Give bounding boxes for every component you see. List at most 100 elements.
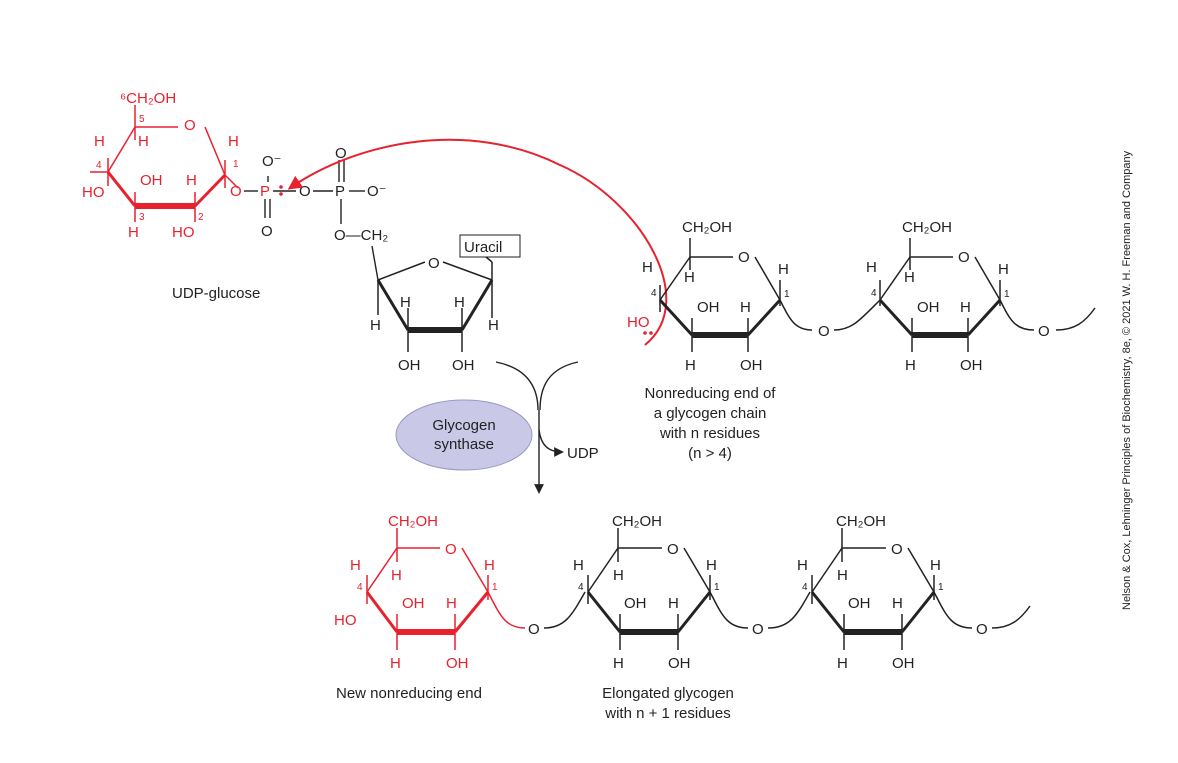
glucose-number-5: 5 [139, 114, 145, 125]
glucose-h-c2: H [186, 172, 197, 189]
chain-link-oxygen-2: O [1038, 323, 1050, 340]
chain2-oh-c3: OH [917, 299, 940, 316]
glucose-h-c4: H [94, 133, 105, 150]
lone-pair-dot [649, 331, 653, 335]
chain1-h-c5: H [684, 269, 695, 286]
chain1-oh-c2: OH [740, 357, 763, 374]
udp-release-arrow [538, 429, 564, 457]
elongated2-h-c4: H [797, 557, 808, 574]
new-residue-h-c1: H [484, 557, 495, 574]
elongated1-h-c4: H [573, 557, 584, 574]
uracil-label: Uracil [464, 239, 502, 256]
new-residue-ch2oh: CH₂OH [388, 513, 438, 530]
elongated2-h-c1: H [930, 557, 941, 574]
chain1-number-1: 1 [784, 289, 790, 300]
elongated2-h-c2: H [892, 595, 903, 612]
chain1-h-c2: H [740, 299, 751, 316]
new-residue-h-c5: H [391, 567, 402, 584]
chain-caption-line-4: (n > 4) [688, 445, 732, 462]
new-residue-h-c3: H [390, 655, 401, 672]
udp-glucose-caption: UDP-glucose [172, 285, 260, 302]
glucose-ho-c4: HO [82, 184, 105, 201]
udp-glucose-glucose-ring [90, 105, 239, 222]
ribose-ring-oxygen: O [428, 255, 440, 272]
new-residue-h-c4: H [350, 557, 361, 574]
new-residue-oh-c2: OH [446, 655, 469, 672]
glucose-oh-c3: OH [140, 172, 163, 189]
bridging-oxygen: O [299, 183, 311, 200]
lone-pair-dot [279, 185, 283, 189]
chain1-oh-c3: OH [697, 299, 720, 316]
glycosidic-oxygen: O [230, 183, 242, 200]
nucleophilic-attack-arrow [287, 138, 668, 346]
ribose-h-c2: H [454, 294, 465, 311]
ribose-h-c3: H [400, 294, 411, 311]
elongated2-ring-oxygen: O [891, 541, 903, 558]
new-nonreducing-end-caption: New nonreducing end [336, 685, 482, 702]
pyrophosphate-bonds [244, 160, 379, 281]
elongated1-number-1: 1 [714, 582, 720, 593]
chain1-h-c1: H [778, 261, 789, 278]
glucose-ch2oh-label: ⁶CH₂OH [120, 90, 176, 107]
uracil-box [459, 234, 521, 258]
chain1-ch2oh: CH₂OH [682, 219, 732, 236]
copyright-credit: Nelson & Cox, Lehninger Principles of Bi… [1121, 150, 1133, 610]
chain2-ch2oh: CH₂OH [902, 219, 952, 236]
elongated2-ch2oh: CH₂OH [836, 513, 886, 530]
new-residue-ring-oxygen: O [445, 541, 457, 558]
phosphate1-double-o: O [261, 223, 273, 240]
chain1-ring-oxygen: O [738, 249, 750, 266]
phosphate2-p: P [335, 183, 345, 200]
lone-pair-dot [643, 331, 647, 335]
ribose-h-c1: H [488, 317, 499, 334]
glycogen-synthase-enzyme [395, 399, 533, 471]
enzyme-label-line-1: Glycogen [432, 417, 495, 434]
ribose-oh-c3: OH [398, 357, 421, 374]
glucose-number-3: 3 [139, 212, 145, 223]
chain2-ring-oxygen: O [958, 249, 970, 266]
chain-caption: Nonreducing end of a glycogen chain with… [645, 385, 777, 462]
ribose-ring [376, 256, 494, 352]
new-residue-h-c2: H [446, 595, 457, 612]
elongated2-h-c3: H [837, 655, 848, 672]
elongated2-h-c5: H [837, 567, 848, 584]
udp-label: UDP [567, 445, 599, 462]
enzyme-label-line-2: synthase [434, 436, 494, 453]
chain2-h-c1: H [998, 261, 1009, 278]
ribose-ch2-link: O—CH₂ [334, 227, 388, 244]
elongated1-h-c2: H [668, 595, 679, 612]
glucose-ring-oxygen: O [184, 117, 196, 134]
chain2-h-c2: H [960, 299, 971, 316]
elongated1-oh-c3: OH [624, 595, 647, 612]
elongated2-oh-c3: OH [848, 595, 871, 612]
elongated2-number-4: 4 [802, 582, 808, 593]
elongated2-number-1: 1 [938, 582, 944, 593]
glucose-number-2: 2 [198, 212, 204, 223]
phosphate2-o-minus: O⁻ [367, 183, 387, 200]
chain1-number-4: 4 [651, 288, 657, 299]
chain2-h-c5: H [904, 269, 915, 286]
reactant-converge-left [495, 361, 539, 411]
elongated1-oh-c2: OH [668, 655, 691, 672]
elongated1-h-c3: H [613, 655, 624, 672]
phosphate1-o-minus: O⁻ [262, 153, 282, 170]
glucose-number-4: 4 [96, 160, 102, 171]
chain2-h-c4: H [866, 259, 877, 276]
chain2-oh-c2: OH [960, 357, 983, 374]
elongated1-h-c5: H [613, 567, 624, 584]
chain1-ho-c4-nucleophile: HO [627, 314, 650, 331]
product-link-oxygen-3: O [976, 621, 988, 638]
chain-link-oxygen-1: O [818, 323, 830, 340]
lone-pair-dot [279, 192, 283, 196]
elongated1-ch2oh: CH₂OH [612, 513, 662, 530]
phosphate1-p: P [260, 183, 270, 200]
phosphate2-double-o: O [335, 145, 347, 162]
glycogen-chain-residue-2 [833, 238, 1096, 352]
ribose-oh-c2: OH [452, 357, 475, 374]
elongated-caption-line-1: Elongated glycogen [602, 685, 734, 702]
new-residue-oh-c3: OH [402, 595, 425, 612]
chain2-number-1: 1 [1004, 289, 1010, 300]
glycogen-chain-residue-1 [658, 238, 813, 352]
glucose-ho-c2: HO [172, 224, 195, 241]
